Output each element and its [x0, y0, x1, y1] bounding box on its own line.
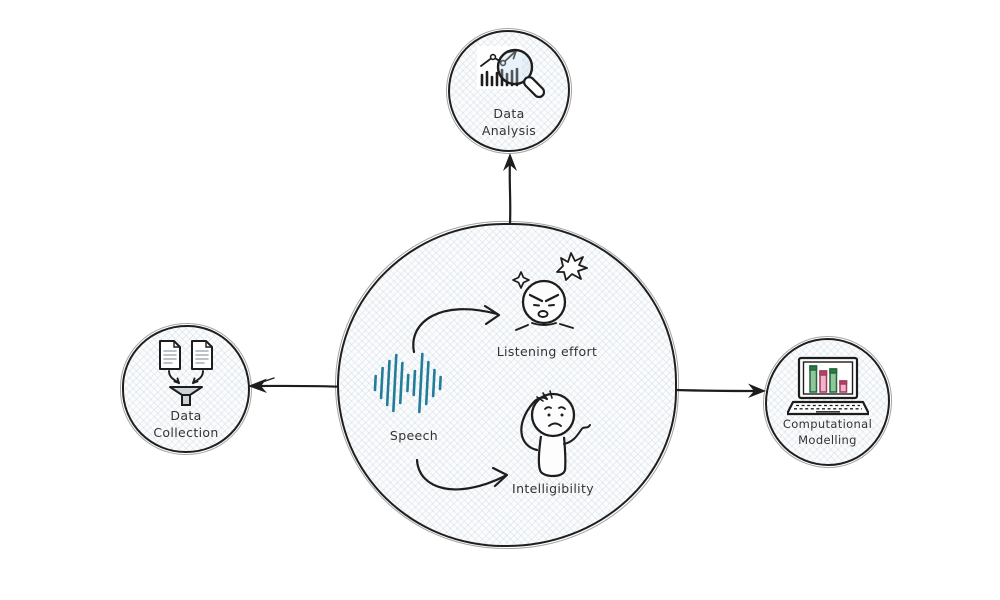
node-speech-outcomes[interactable]: Speech Listening effort [337, 223, 677, 547]
angry-face-icon [512, 252, 588, 331]
curved-arrow-listening-effort[interactable] [402, 297, 517, 362]
curved-arrow-intelligibility[interactable] [407, 452, 517, 507]
documents-funnel-icon [159, 339, 213, 406]
node-data-collection[interactable]: Data Collection [122, 325, 250, 453]
node-computational-modelling[interactable]: Computational Modelling [765, 338, 890, 466]
connector-arrow-top[interactable] [496, 148, 524, 228]
speech-label: Speech [389, 428, 439, 443]
confused-person-icon [520, 390, 591, 478]
node-label-line1: Data [493, 105, 525, 121]
laptop-chart-icon [786, 356, 869, 416]
node-label-line1: Computational [782, 416, 873, 431]
node-data-analysis[interactable]: Data Analysis [448, 30, 570, 152]
node-label-line1: Data [170, 407, 202, 423]
speech-waveform-icon [373, 352, 442, 414]
chart-magnifier-icon [477, 45, 545, 98]
listening-effort-label: Listening effort [496, 344, 598, 359]
connector-arrow-right[interactable] [670, 376, 770, 404]
connector-arrow-left[interactable] [244, 372, 350, 400]
node-label-line2: Analysis [481, 123, 537, 138]
node-label-line2: Modelling [798, 433, 857, 447]
intelligibility-label: Intelligibility [512, 481, 594, 496]
node-label-line2: Collection [153, 425, 219, 440]
